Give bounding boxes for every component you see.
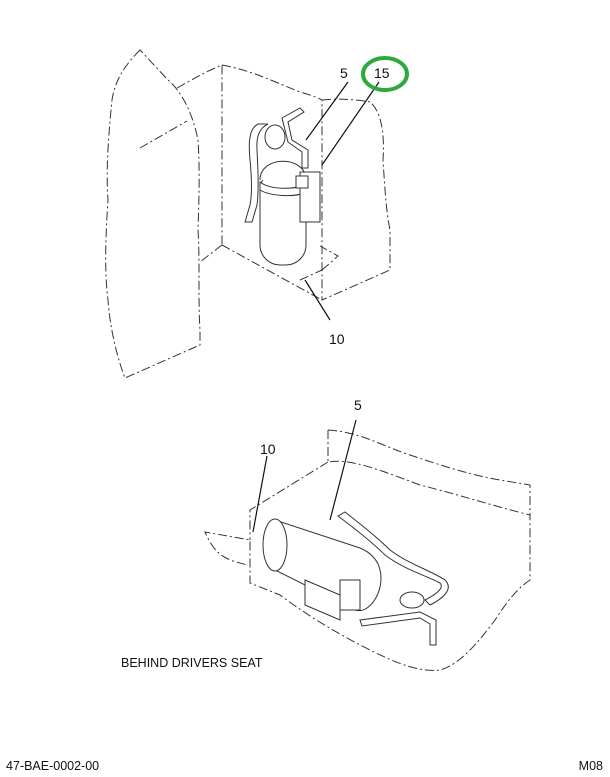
extinguisher-hose: [244, 123, 269, 223]
floor-plate-outline: [204, 430, 531, 671]
drawing-number: 47-BAE-0002-00: [6, 759, 100, 773]
bracket-base-bottom: [304, 579, 341, 621]
side-panel-outline: [321, 98, 391, 301]
callout-5-bottom: 5: [354, 397, 362, 413]
leader-15-top: [321, 81, 380, 166]
extinguisher-gauge: [264, 124, 286, 150]
leader-10-top: [304, 279, 331, 321]
door-panel-outline: [105, 49, 201, 379]
leader-5-bottom: [329, 419, 357, 521]
mounting-bracket-bottom: [339, 579, 361, 611]
floor-outline: [221, 244, 339, 301]
callout-10-bottom: 10: [260, 441, 276, 457]
extinguisher-hose-bottom: [337, 511, 449, 606]
extinguisher-handle-bottom: [359, 611, 437, 646]
leader-5-top: [305, 81, 349, 141]
callout-5-top: 5: [340, 65, 348, 81]
callout-10-top: 10: [329, 331, 345, 347]
back-wall-outline: [176, 64, 323, 245]
callout-15-top: 15: [374, 65, 390, 81]
highlight-circle-15: [361, 56, 409, 92]
sheet-code: M08: [578, 759, 603, 773]
extinguisher-handle: [281, 107, 309, 169]
leader-10-bottom: [252, 455, 268, 533]
view-caption: BEHIND DRIVERS SEAT: [121, 656, 263, 670]
extinguisher-gauge-bottom: [399, 591, 425, 609]
